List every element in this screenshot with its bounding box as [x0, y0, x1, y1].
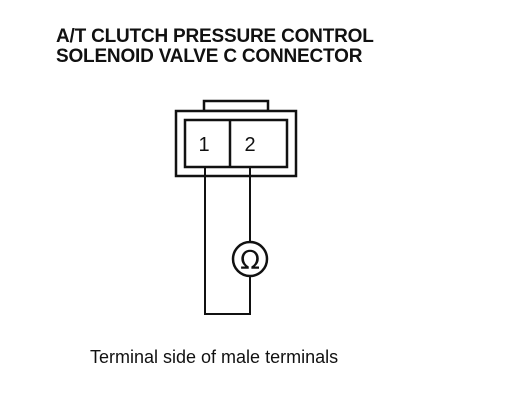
connector-latch [202, 99, 270, 113]
test-lead-terminal-1 [204, 167, 251, 315]
terminal-1-label: 1 [198, 134, 209, 156]
connector-title-line-1: A/T CLUTCH PRESSURE CONTROL [56, 26, 374, 47]
connector-title-line-2: SOLENOID VALVE C CONNECTOR [56, 46, 363, 67]
diagram-caption: Terminal side of male terminals [90, 347, 339, 367]
ohmmeter-body [231, 240, 269, 278]
ohmmeter-icon: Ω [231, 240, 269, 278]
connector-title: A/T CLUTCH PRESSURE CONTROL SOLENOID VAL… [56, 27, 374, 67]
terminal-2-label: 2 [244, 134, 255, 156]
connector-cavity [183, 118, 289, 169]
ohmmeter-symbol: Ω [240, 246, 260, 276]
